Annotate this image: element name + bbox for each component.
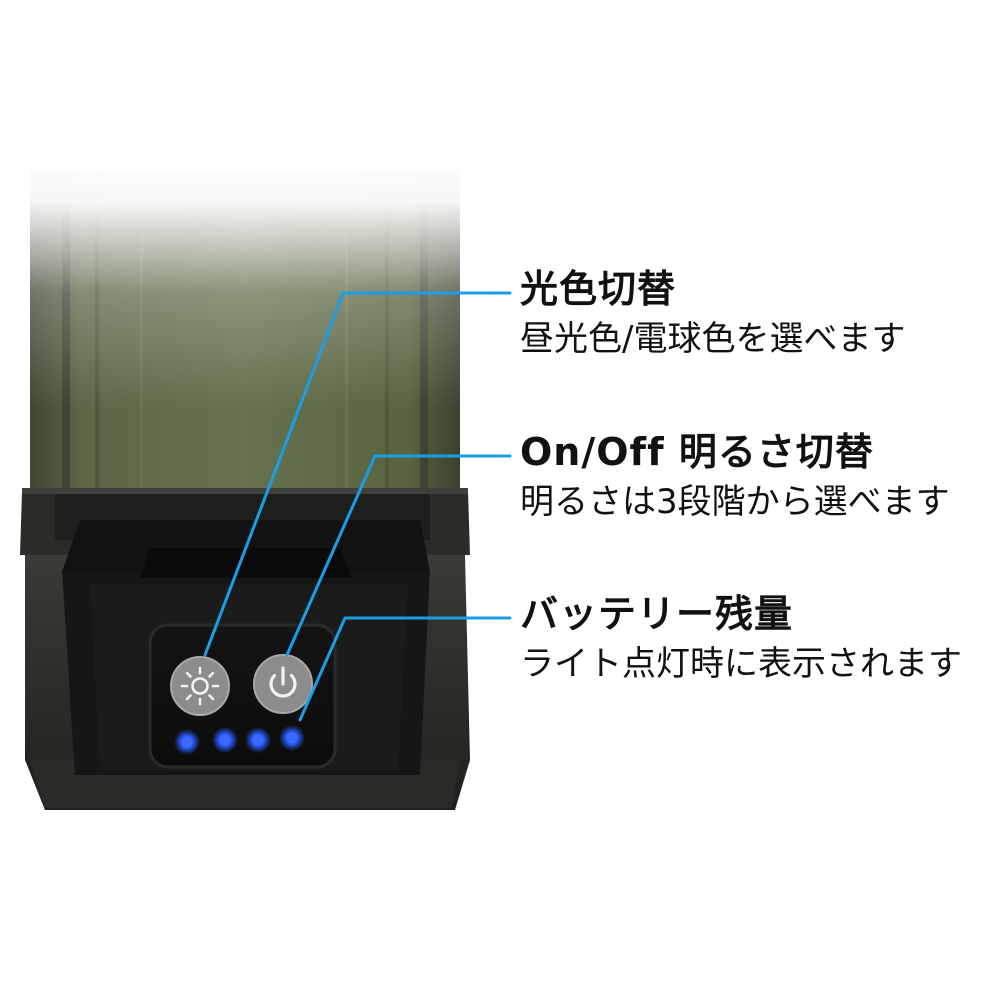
callout-power-brightness: On/Off 明るさ切替 明るさは3段階から選べます bbox=[520, 430, 950, 524]
battery-led bbox=[245, 727, 271, 753]
callout-battery: バッテリー残量 ライト点灯時に表示されます bbox=[520, 592, 962, 686]
leader-line-power bbox=[285, 454, 512, 657]
battery-led bbox=[174, 729, 200, 755]
callout-color-toggle: 光色切替 昼光色/電球色を選べます bbox=[520, 267, 905, 361]
lantern-body bbox=[0, 150, 480, 540]
callout-title: 光色切替 bbox=[520, 267, 677, 311]
callout-description: 昼光色/電球色を選べます bbox=[520, 319, 906, 359]
callout-title: On/Off 明るさ切替 bbox=[520, 430, 874, 474]
battery-led bbox=[212, 727, 238, 753]
callout-title: バッテリー残量 bbox=[520, 592, 794, 636]
sun-icon bbox=[180, 666, 220, 706]
leader-line-battery bbox=[298, 616, 512, 722]
battery-indicator bbox=[174, 725, 305, 755]
color-toggle-button[interactable] bbox=[170, 656, 230, 716]
power-icon bbox=[269, 666, 297, 698]
battery-led bbox=[279, 725, 305, 751]
callout-description: ライト点灯時に表示されます bbox=[520, 644, 962, 684]
leader-line-color-toggle bbox=[203, 291, 512, 657]
power-button[interactable] bbox=[253, 654, 313, 714]
lantern-base bbox=[25, 520, 470, 810]
callout-description: 明るさは3段階から選べます bbox=[520, 482, 950, 522]
